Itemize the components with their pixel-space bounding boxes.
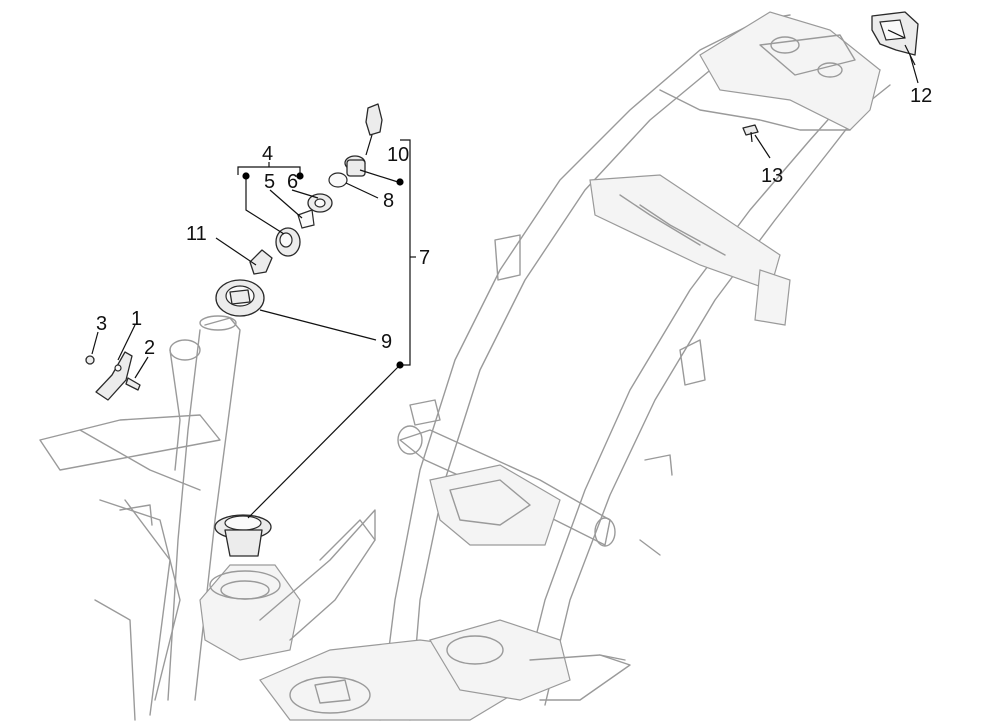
leader-lines <box>91 54 919 519</box>
spring-clip-icon <box>297 209 315 229</box>
lock-cylinder-kit-icon <box>275 227 301 257</box>
screw-icon <box>125 377 141 391</box>
callout-3: 3 <box>96 313 107 335</box>
callout-2: 2 <box>144 337 155 359</box>
latch-icon <box>871 11 919 66</box>
callout-5: 5 <box>264 171 275 193</box>
key-icon <box>365 103 383 156</box>
fuel-cap-lower-icon <box>214 514 272 557</box>
callout-13: 13 <box>761 165 783 187</box>
callout-10: 10 <box>387 144 409 166</box>
ring-icon <box>328 155 366 188</box>
callout-labels: 1 2 3 4 5 6 7 8 9 10 11 12 13 <box>96 85 932 359</box>
scooter-frame <box>39 11 891 721</box>
leader-dots <box>242 172 404 369</box>
callout-9: 9 <box>381 331 392 353</box>
washer-icon <box>307 193 333 213</box>
callout-6: 6 <box>287 171 298 193</box>
nut-icon <box>85 355 95 365</box>
callout-7: 7 <box>419 247 430 269</box>
spring-icon <box>249 249 273 275</box>
fuel-cap-icon <box>215 279 265 317</box>
callout-1: 1 <box>131 308 142 330</box>
bracket-icon <box>95 351 133 401</box>
callout-4: 4 <box>262 143 273 165</box>
callout-11: 11 <box>186 223 207 245</box>
callout-8: 8 <box>383 190 394 212</box>
bolt-icon <box>742 124 759 143</box>
callout-12: 12 <box>910 85 932 107</box>
